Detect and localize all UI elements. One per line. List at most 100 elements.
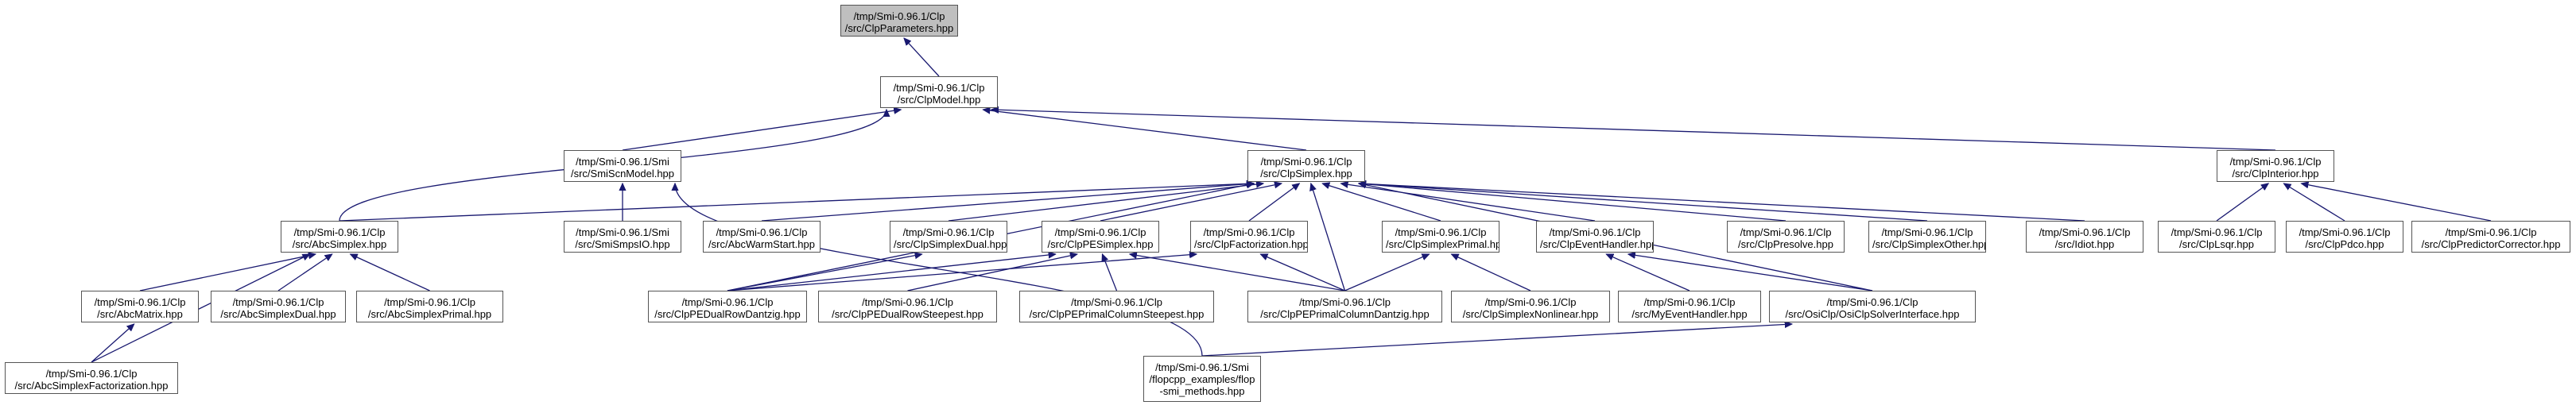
node-label-line: /tmp/Smi-0.96.1/Clp	[1395, 226, 1487, 238]
node-abcsimplexprimal[interactable]: /tmp/Smi-0.96.1/Clp/src/AbcSimplexPrimal…	[356, 291, 503, 322]
node-label-line: /tmp/Smi-0.96.1/Smi	[1155, 361, 1249, 373]
edge-clpsimplexother-to-clpsimplex	[1359, 183, 1928, 222]
node-flopcpp[interactable]: /tmp/Smi-0.96.1/Smi/flopcpp_examples/flo…	[1143, 356, 1261, 402]
edge-abcsimplexprimal-to-abcsimplex	[351, 253, 430, 291]
node-label-line: /tmp/Smi-0.96.1/Clp	[902, 226, 995, 238]
node-label-line: /tmp/Smi-0.96.1/Clp	[1826, 296, 1918, 308]
node-smismpsio[interactable]: /tmp/Smi-0.96.1/Smi/src/SmiSmpsIO.hpp	[564, 221, 681, 253]
node-idiot[interactable]: /tmp/Smi-0.96.1/Clp/src/Idiot.hpp	[2026, 221, 2143, 253]
node-clpsimplexother[interactable]: /tmp/Smi-0.96.1/Clp/src/ClpSimplexOther.…	[1868, 221, 1986, 253]
node-clpeprimalcolumnsteepest[interactable]: /tmp/Smi-0.96.1/Clp/src/ClpPEPrimalColum…	[1019, 291, 1214, 322]
node-abcsimplexfactorization[interactable]: /tmp/Smi-0.96.1/Clp/src/AbcSimplexFactor…	[5, 362, 178, 394]
edge-abcsimplexfactorization-to-abcsimplex	[91, 253, 310, 363]
node-label-line: /src/ClpSimplexDual.hpp	[894, 238, 1007, 250]
node-label-line: /tmp/Smi-0.96.1/Clp	[232, 296, 324, 308]
node-label-line: /src/Idiot.hpp	[2054, 238, 2115, 250]
node-label-line: /src/ClpModel.hpp	[897, 94, 981, 106]
node-label-line: /tmp/Smi-0.96.1/Smi	[576, 156, 669, 168]
node-label-line: /tmp/Smi-0.96.1/Clp	[45, 368, 138, 380]
node-label-line: /src/AbcSimplexDual.hpp	[220, 308, 336, 320]
edge-clpfactorization-to-clpsimplex	[1248, 183, 1299, 222]
edge-smiscnmodel-to-clpmodel	[622, 110, 901, 151]
node-label-line: /tmp/Smi-0.96.1/Clp	[1643, 296, 1736, 308]
node-label-line: /tmp/Smi-0.96.1/Clp	[1549, 226, 1641, 238]
edge-clpmodel-to-clpparameters	[904, 38, 940, 77]
node-clpsimplexdual[interactable]: /tmp/Smi-0.96.1/Clp/src/ClpSimplexDual.h…	[890, 221, 1007, 253]
node-myeventhandler[interactable]: /tmp/Smi-0.96.1/Clp/src/MyEventHandler.h…	[1618, 291, 1761, 322]
node-label-line: /tmp/Smi-0.96.1/Clp	[1484, 296, 1577, 308]
node-label-line: /src/AbcSimplexPrimal.hpp	[367, 308, 492, 320]
node-label-line: /src/ClpPresolve.hpp	[1738, 238, 1833, 250]
edge-clppedualrowsteepest-to-clppesimplex	[907, 254, 1077, 291]
node-abcmatrix[interactable]: /tmp/Smi-0.96.1/Clp/src/AbcMatrix.hpp	[81, 291, 199, 322]
node-clpmodel[interactable]: /tmp/Smi-0.96.1/Clp/src/ClpModel.hpp	[880, 76, 998, 108]
node-label-line: /tmp/Smi-0.96.1/Clp	[1260, 156, 1352, 168]
edge-abcsimplexfactorization-to-abcmatrix	[91, 324, 134, 363]
node-label-line: /src/AbcSimplexFactorization.hpp	[14, 380, 169, 392]
node-clpeventhandler[interactable]: /tmp/Smi-0.96.1/Clp/src/ClpEventHandler.…	[1536, 221, 1654, 253]
node-label-line: /src/ClpPEPrimalColumnDantzig.hpp	[1260, 308, 1430, 320]
node-label-line: /tmp/Smi-0.96.1/Clp	[1881, 226, 1973, 238]
node-clplsqr[interactable]: /tmp/Smi-0.96.1/Clp/src/ClpLsqr.hpp	[2158, 221, 2275, 253]
node-abcwarmstart[interactable]: /tmp/Smi-0.96.1/Clp/src/AbcWarmStart.hpp	[703, 221, 821, 253]
node-clpsimplexprimal[interactable]: /tmp/Smi-0.96.1/Clp/src/ClpSimplexPrimal…	[1382, 221, 1499, 253]
node-clpfactorization[interactable]: /tmp/Smi-0.96.1/Clp/src/ClpFactorization…	[1190, 221, 1308, 253]
node-label-line: /src/ClpPESimplex.hpp	[1047, 238, 1154, 250]
edge-flopcpp-to-osiclpsolverinterface	[1201, 324, 1792, 357]
node-clppresolve[interactable]: /tmp/Smi-0.96.1/Clp/src/ClpPresolve.hpp	[1727, 221, 1845, 253]
edge-clpinterior-to-clpmodel	[991, 110, 2276, 151]
node-label-line: /src/OsiClp/OsiClpSolverInterface.hpp	[1785, 308, 1960, 320]
edge-clplsqr-to-clpinterior	[2216, 183, 2268, 222]
node-label-line: /tmp/Smi-0.96.1/Clp	[853, 10, 945, 22]
node-label-line: /tmp/Smi-0.96.1/Clp	[893, 82, 985, 94]
node-label-line: /tmp/Smi-0.96.1/Clp	[2299, 226, 2391, 238]
node-clpinterior[interactable]: /tmp/Smi-0.96.1/Clp/src/ClpInterior.hpp	[2217, 150, 2334, 182]
edge-clppesimplex-to-clpsimplex	[1100, 183, 1282, 222]
node-abcsimplex[interactable]: /tmp/Smi-0.96.1/Clp/src/AbcSimplex.hpp	[281, 221, 398, 253]
node-label-line: /tmp/Smi-0.96.1/Clp	[293, 226, 386, 238]
node-label-line: -smi_methods.hpp	[1159, 385, 1245, 397]
node-label-line: /src/ClpSimplexNonlinear.hpp	[1462, 308, 1599, 320]
edge-myeventhandler-to-clpeventhandler	[1606, 253, 1690, 291]
edge-idiot-to-clpsimplex	[1359, 183, 2085, 222]
node-label-line: /tmp/Smi-0.96.1/Clp	[2229, 156, 2322, 168]
node-label-line: /src/AbcWarmStart.hpp	[708, 238, 815, 250]
node-abcsimplexdual[interactable]: /tmp/Smi-0.96.1/Clp/src/AbcSimplexDual.h…	[211, 291, 346, 322]
node-label-line: /tmp/Smi-0.96.1/Clp	[1203, 226, 1295, 238]
edge-clpsimplex-to-clpmodel	[983, 110, 1307, 151]
node-label-line: /tmp/Smi-0.96.1/Clp	[1071, 296, 1162, 308]
node-label-line: /src/ClpEventHandler.hpp	[1540, 238, 1654, 250]
node-label-line: /tmp/Smi-0.96.1/Clp	[862, 296, 953, 308]
edge-clpeprimalcolumndantzig-to-clppesimplex	[1130, 254, 1345, 291]
node-label-line: /tmp/Smi-0.96.1/Clp	[384, 296, 475, 308]
node-clppedualrowsteepest[interactable]: /tmp/Smi-0.96.1/Clp/src/ClpPEDualRowStee…	[818, 291, 997, 322]
node-smiscnmodel[interactable]: /tmp/Smi-0.96.1/Smi/src/SmiScnModel.hpp	[564, 150, 681, 182]
node-label-line: /tmp/Smi-0.96.1/Clp	[2039, 226, 2131, 238]
edge-clpsimplexdual-to-clpsimplex	[948, 183, 1263, 222]
node-label-line: /tmp/Smi-0.96.1/Clp	[1299, 296, 1391, 308]
edge-clpeprimalcolumnsteepest-to-clppesimplex	[1102, 254, 1118, 291]
edge-clpeventhandler-to-clpsimplex	[1341, 183, 1596, 222]
edge-clpsimplexprimal-to-clpsimplex	[1322, 183, 1441, 222]
edge-clpsimplexnonlinear-to-clpsimplexprimal	[1452, 253, 1531, 291]
node-label-line: /src/SmiScnModel.hpp	[570, 168, 675, 179]
node-clppredictorcorrector[interactable]: /tmp/Smi-0.96.1/Clp/src/ClpPredictorCorr…	[2411, 221, 2570, 253]
node-clpsimplexnonlinear[interactable]: /tmp/Smi-0.96.1/Clp/src/ClpSimplexNonlin…	[1451, 291, 1610, 322]
node-osiclpsolverinterface[interactable]: /tmp/Smi-0.96.1/Clp/src/OsiClp/OsiClpSol…	[1769, 291, 1976, 322]
node-label-line: /src/ClpInterior.hpp	[2232, 168, 2319, 179]
node-label-line: /tmp/Smi-0.96.1/Clp	[1054, 226, 1146, 238]
node-clppedualrowdantzig[interactable]: /tmp/Smi-0.96.1/Clp/src/ClpPEDualRowDant…	[648, 291, 807, 322]
edge-clppredictorcorrector-to-clpinterior	[2302, 183, 2492, 222]
node-clpeprimalcolumndantzig[interactable]: /tmp/Smi-0.96.1/Clp/src/ClpPEPrimalColum…	[1247, 291, 1442, 322]
node-label-line: /src/SmiSmpsIO.hpp	[575, 238, 670, 250]
node-clppesimplex[interactable]: /tmp/Smi-0.96.1/Clp/src/ClpPESimplex.hpp	[1042, 221, 1159, 253]
edge-clpeprimalcolumndantzig-to-clpfactorization	[1260, 253, 1345, 291]
node-clpsimplex[interactable]: /tmp/Smi-0.96.1/Clp/src/ClpSimplex.hpp	[1247, 150, 1365, 182]
edge-clppresolve-to-clpsimplex	[1359, 183, 1787, 222]
edge-abcsimplexdual-to-abcsimplex	[277, 254, 332, 291]
edge-osiclpsolverinterface-to-clpeventhandler	[1628, 254, 1873, 291]
node-label-line: /tmp/Smi-0.96.1/Clp	[716, 226, 808, 238]
node-clppdco[interactable]: /tmp/Smi-0.96.1/Clp/src/ClpPdco.hpp	[2286, 221, 2403, 253]
